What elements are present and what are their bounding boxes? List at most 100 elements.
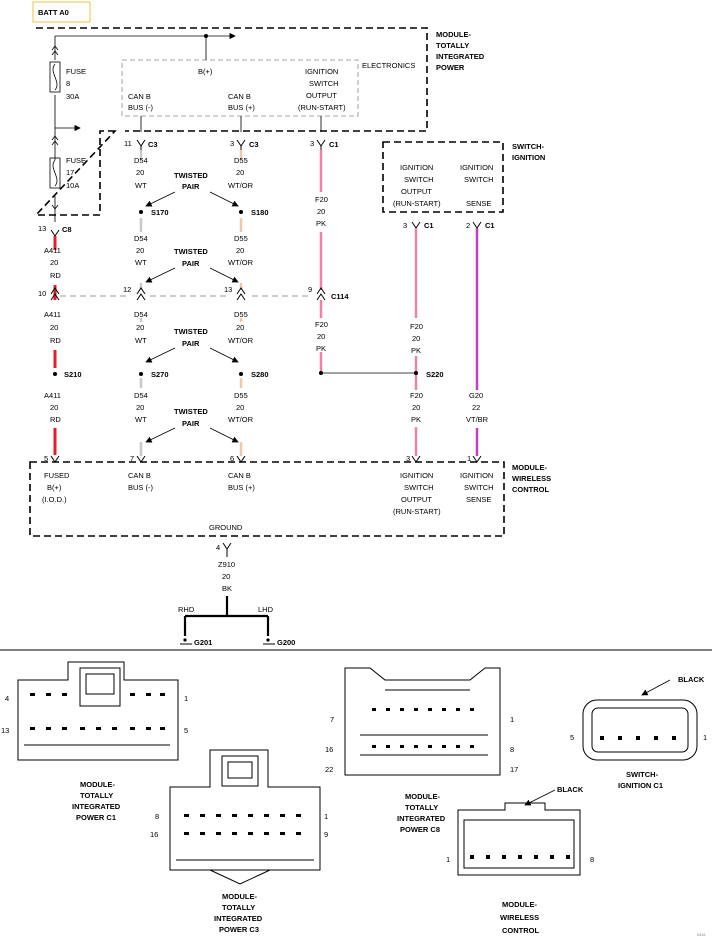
wcm-fused-3: (I.O.D.)	[42, 495, 67, 504]
wcm-title-3: CONTROL	[512, 485, 549, 494]
tc3-pin-9: 9	[324, 830, 328, 839]
tc8-title-2: TOTALLY	[405, 803, 438, 812]
wcm-fused-2: B(+)	[47, 483, 62, 492]
wcm-title-2: WIRELESS	[512, 474, 551, 483]
tc8-pin-8: 8	[510, 745, 514, 754]
tc8-pin-16: 16	[325, 745, 333, 754]
wcm-fused-1: FUSED	[44, 471, 70, 480]
d54c-1: D54	[134, 310, 148, 319]
tc8-pin-22: 22	[325, 765, 333, 774]
sw-pin-1: 1	[703, 733, 707, 742]
tp2-l2: PAIR	[182, 259, 200, 268]
splice-s210: S210	[64, 370, 82, 379]
f20d-2: 20	[412, 403, 420, 412]
tipm-c1-view: 4 1 13 5 MODULE- TOTALLY INTEGRATED POWE…	[1, 661, 188, 822]
pin-c1t: C1	[485, 221, 495, 230]
pin-2s: 2	[466, 221, 470, 230]
fuse-17-l2: 17	[66, 168, 74, 177]
twisted-pair-1: TWISTED PAIR	[145, 171, 239, 207]
tipm-canb-minus-1: CAN B	[128, 92, 151, 101]
tipm-pins: 11 C3 3 C3 3 C1 13 C8	[38, 116, 339, 237]
f20c-2: 20	[412, 334, 420, 343]
pin-3w: 3	[406, 454, 410, 463]
tipm-ign-2: SWITCH	[309, 79, 339, 88]
tc3-title-1: MODULE-	[222, 892, 257, 901]
pin-c3a: C3	[148, 140, 158, 149]
switch-title-2: IGNITION	[512, 153, 545, 162]
twisted-pair-3: TWISTED PAIR	[145, 327, 239, 363]
sw-sense-3: SENSE	[466, 199, 491, 208]
tc1-title-4: POWER C1	[76, 813, 116, 822]
f20b-1: F20	[315, 320, 328, 329]
tipm-c8-view: 7 1 16 8 22 17 MODULE- TOTALLY INTEGRATE…	[325, 667, 518, 834]
wcm-canb-p-1: CAN B	[228, 471, 251, 480]
wcm-sense-1: IGNITION	[460, 471, 493, 480]
tc1-pin-5: 5	[184, 726, 188, 735]
d55b-3: WT/OR	[228, 258, 254, 267]
wcm-sense-3: SENSE	[466, 495, 491, 504]
d54b-1: D54	[134, 234, 148, 243]
sw-color: BLACK	[678, 675, 705, 684]
tp3-l1: TWISTED	[174, 327, 208, 336]
tipm-title-4: POWER	[436, 63, 465, 72]
f20d-1: F20	[410, 391, 423, 400]
fuse-8-l1: FUSE	[66, 67, 86, 76]
pin-4: 4	[216, 543, 220, 552]
pin-13b: 13	[224, 285, 232, 294]
wcm-title-1: MODULE-	[512, 463, 547, 472]
wcm-ign-3: OUTPUT	[401, 495, 432, 504]
splice-s180: S180	[251, 208, 269, 217]
c114-label: C114	[331, 292, 349, 301]
g20-3: VT/BR	[466, 415, 489, 424]
tp2-l1: TWISTED	[174, 247, 208, 256]
wcm-module: MODULE- WIRELESS CONTROL 5 7 6 3 1 FUSED…	[29, 454, 551, 537]
pin-c8: C8	[62, 225, 72, 234]
tc3-pin-1: 1	[324, 812, 328, 821]
g20-2: 22	[472, 403, 480, 412]
tipm-canb-minus-2: BUS (-)	[128, 103, 154, 112]
tipm-ign-3: OUTPUT	[306, 91, 337, 100]
splice-s220: S220	[426, 370, 444, 379]
tp1-l1: TWISTED	[174, 171, 208, 180]
tipm-canb-plus-1: CAN B	[228, 92, 251, 101]
z910-2: 20	[222, 572, 230, 581]
f20a-3: PK	[316, 219, 326, 228]
fuse-8-l3: 30A	[66, 92, 79, 101]
tc1-pin-1: 1	[184, 694, 188, 703]
swv-title-1: SWITCH-	[626, 770, 659, 779]
rhd-label: RHD	[178, 605, 195, 614]
a411c-3: RD	[50, 415, 61, 424]
d55a-3: WT/OR	[228, 181, 254, 190]
d54d-1: D54	[134, 391, 148, 400]
tipm-title-2: TOTALLY	[436, 41, 469, 50]
tc8-pin-1: 1	[510, 715, 514, 724]
pin-c3b: C3	[249, 140, 259, 149]
z910-1: Z910	[218, 560, 235, 569]
d54d-3: WT	[135, 415, 147, 424]
f20c-1: F20	[410, 322, 423, 331]
wire-labels: A411 20 RD A411 20 RD A411 20 RD D54 20 …	[44, 156, 489, 424]
sw-ign-3: OUTPUT	[401, 187, 432, 196]
wcm-canb-m-2: BUS (-)	[128, 483, 154, 492]
switch-c1-view: BLACK 5 1 SWITCH- IGNITION C1	[570, 675, 707, 790]
z910-3: BK	[222, 584, 232, 593]
tc1-title-1: MODULE-	[80, 780, 115, 789]
wcm-ign-1: IGNITION	[400, 471, 433, 480]
twisted-pairs: TWISTED PAIR TWISTED PAIR TWISTED PAIR T…	[145, 171, 239, 443]
tc8-title-4: POWER C8	[400, 825, 440, 834]
wcm-canb-m-1: CAN B	[128, 471, 151, 480]
c114-connector: 10 12 13 9 C114	[38, 285, 349, 301]
twisted-pair-4: TWISTED PAIR	[145, 407, 239, 443]
sw-pin-5: 5	[570, 733, 574, 742]
pin-12: 12	[123, 285, 131, 294]
splice-s280: S280	[251, 370, 269, 379]
tc3-title-3: INTEGRATED	[214, 914, 263, 923]
fuse-8	[49, 61, 61, 93]
splice-s170: S170	[151, 208, 169, 217]
d55c-3: WT/OR	[228, 336, 254, 345]
pin-c1a: C1	[329, 140, 339, 149]
splice-s180-dot	[239, 210, 243, 214]
tc8-pin-17: 17	[510, 765, 518, 774]
switch-ignition: SWITCH- IGNITION IGNITION SWITCH OUTPUT …	[382, 141, 545, 230]
